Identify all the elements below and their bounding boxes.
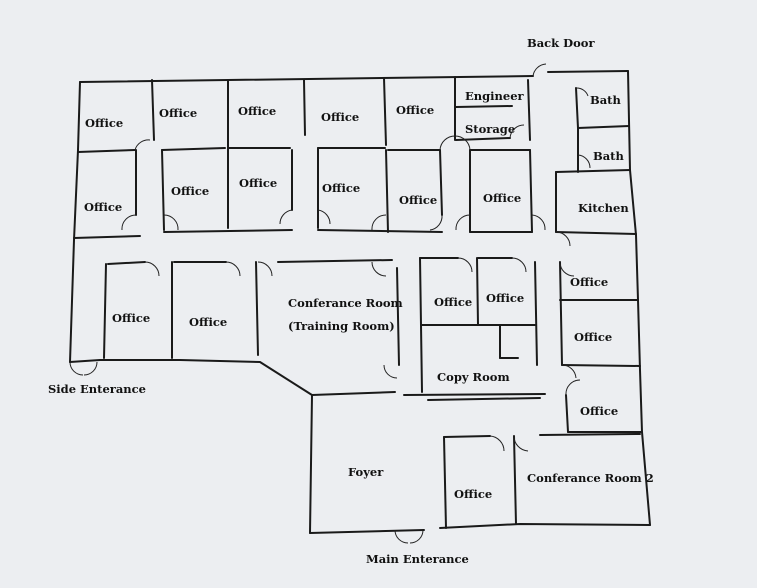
bath-label: Bath bbox=[590, 93, 621, 107]
main-entrance-label: Main Enterance bbox=[366, 552, 469, 566]
office-label: Office bbox=[159, 106, 197, 120]
lower-left-office-walls bbox=[103, 259, 400, 366]
conference-room-2-label: Conferance Room 2 bbox=[527, 471, 654, 485]
kitchen-label: Kitchen bbox=[578, 201, 629, 215]
bath-label: Bath bbox=[593, 149, 624, 163]
conference-room-label: Conferance Room bbox=[288, 296, 403, 310]
side-entrance-label: Side Enterance bbox=[48, 382, 146, 396]
copy-room-label: Copy Room bbox=[437, 370, 510, 384]
right-column-walls bbox=[555, 87, 643, 433]
top-office-row-walls bbox=[77, 76, 531, 153]
bottom-right-room-walls bbox=[443, 433, 641, 529]
office-label: Office bbox=[574, 330, 612, 344]
office-label: Office bbox=[399, 193, 437, 207]
storage-label: Storage bbox=[465, 122, 515, 136]
office-label: Office bbox=[239, 176, 277, 190]
office-label: Office bbox=[189, 315, 227, 329]
office-label: Office bbox=[171, 184, 209, 198]
office-label: Office bbox=[570, 275, 608, 289]
office-label: Office bbox=[238, 104, 276, 118]
office-label: Office bbox=[454, 487, 492, 501]
door-swings bbox=[69, 63, 591, 544]
office-label: Office bbox=[84, 200, 122, 214]
office-label: Office bbox=[396, 103, 434, 117]
office-label: Office bbox=[434, 295, 472, 309]
office-label: Office bbox=[580, 404, 618, 418]
office-label: Office bbox=[85, 116, 123, 130]
foyer-label: Foyer bbox=[348, 465, 384, 479]
center-office-walls bbox=[419, 257, 541, 401]
office-label: Office bbox=[322, 181, 360, 195]
back-door-label: Back Door bbox=[527, 36, 595, 50]
office-label: Office bbox=[321, 110, 359, 124]
engineer-label: Engineer bbox=[465, 89, 525, 103]
training-room-label: (Training Room) bbox=[288, 319, 395, 333]
office-label: Office bbox=[112, 311, 150, 325]
office-label: Office bbox=[483, 191, 521, 205]
second-office-row-walls bbox=[73, 147, 533, 239]
office-label: Office bbox=[486, 291, 524, 305]
